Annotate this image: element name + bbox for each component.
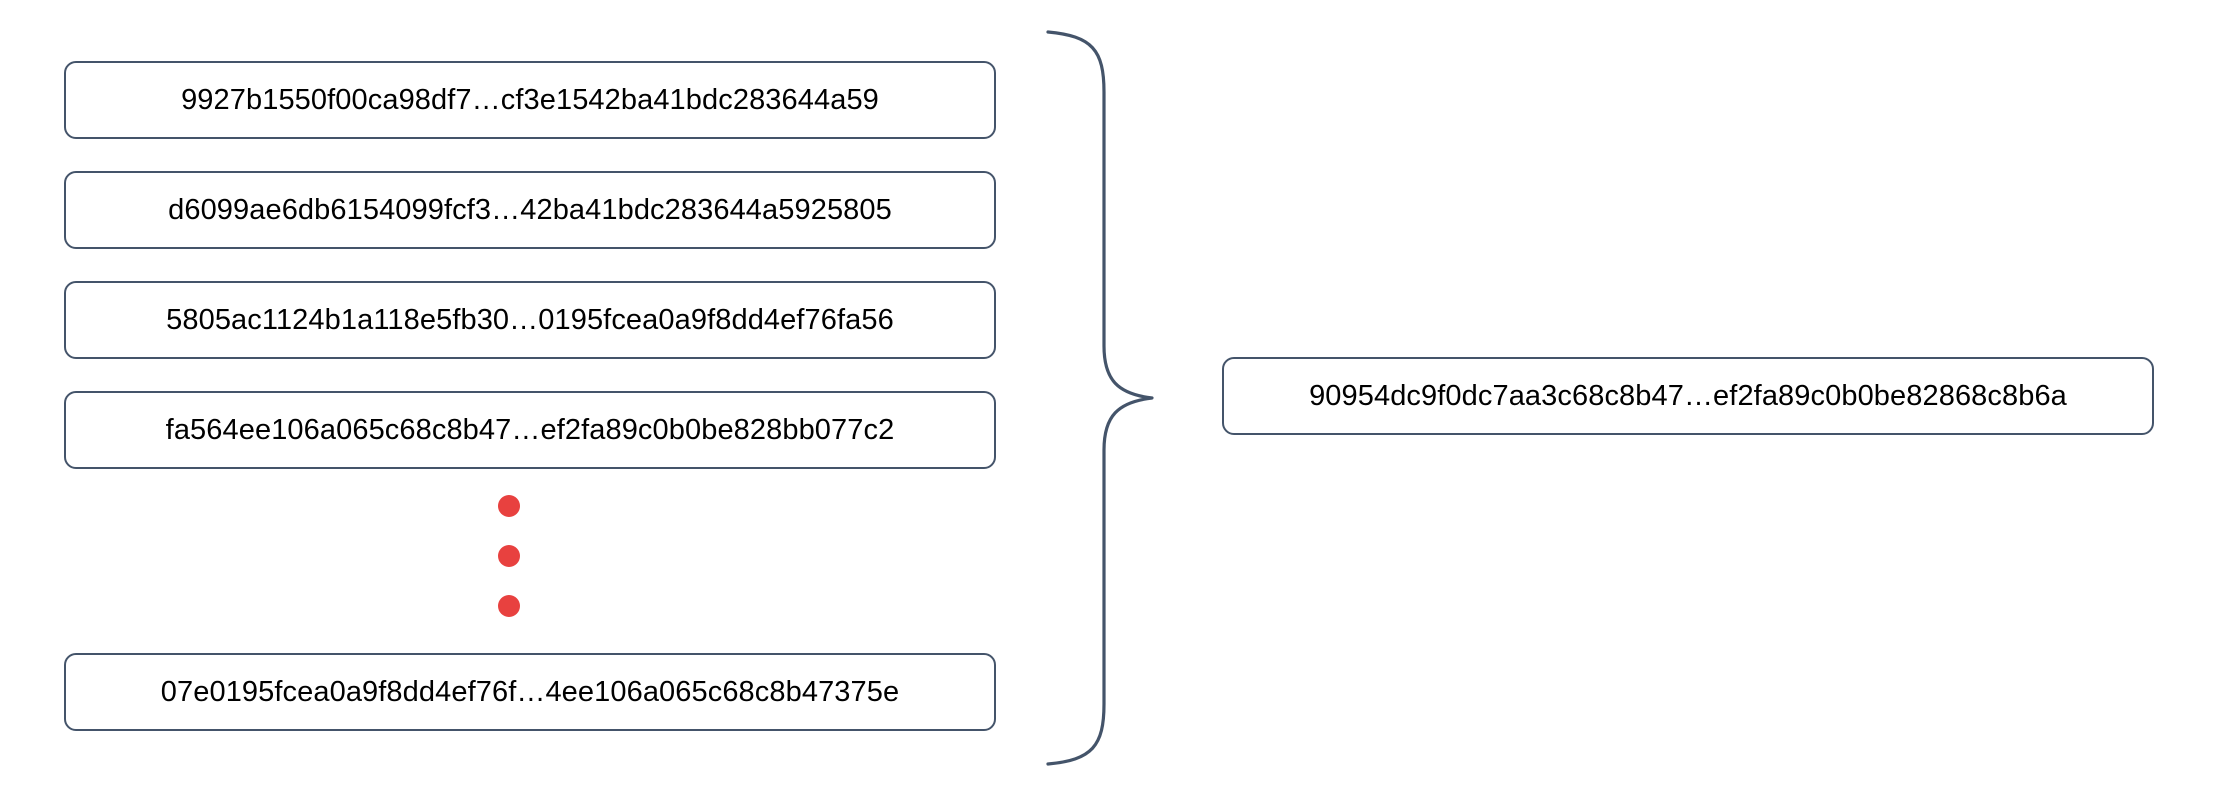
input-hash-list: 9927b1550f00ca98df7…cf3e1542ba41bdc28364… <box>64 61 996 731</box>
hash-value: 9927b1550f00ca98df7…cf3e1542ba41bdc28364… <box>181 83 879 116</box>
hash-value: fa564ee106a065c68c8b47…ef2fa89c0b0be828b… <box>165 413 895 446</box>
ellipsis-dot-icon <box>498 595 520 617</box>
ellipsis-dot-icon <box>498 495 520 517</box>
input-hash-box-4[interactable]: fa564ee106a065c68c8b47…ef2fa89c0b0be828b… <box>64 391 996 469</box>
input-hash-box-5[interactable]: 07e0195fcea0a9f8dd4ef76f…4ee106a065c68c8… <box>64 653 996 731</box>
vertical-ellipsis-icon <box>498 495 528 625</box>
hash-value: d6099ae6db6154099fcf3…42ba41bdc283644a59… <box>168 193 892 226</box>
curly-brace-icon <box>1040 28 1170 768</box>
input-hash-box-1[interactable]: 9927b1550f00ca98df7…cf3e1542ba41bdc28364… <box>64 61 996 139</box>
ellipsis-dot-icon <box>498 545 520 567</box>
hash-value: 90954dc9f0dc7aa3c68c8b47…ef2fa89c0b0be82… <box>1309 379 2067 412</box>
input-hash-box-2[interactable]: d6099ae6db6154099fcf3…42ba41bdc283644a59… <box>64 171 996 249</box>
hash-value: 5805ac1124b1a118e5fb30…0195fcea0a9f8dd4e… <box>166 303 894 336</box>
output-hash-box[interactable]: 90954dc9f0dc7aa3c68c8b47…ef2fa89c0b0be82… <box>1222 357 2154 435</box>
input-hash-box-3[interactable]: 5805ac1124b1a118e5fb30…0195fcea0a9f8dd4e… <box>64 281 996 359</box>
hash-value: 07e0195fcea0a9f8dd4ef76f…4ee106a065c68c8… <box>160 675 900 708</box>
